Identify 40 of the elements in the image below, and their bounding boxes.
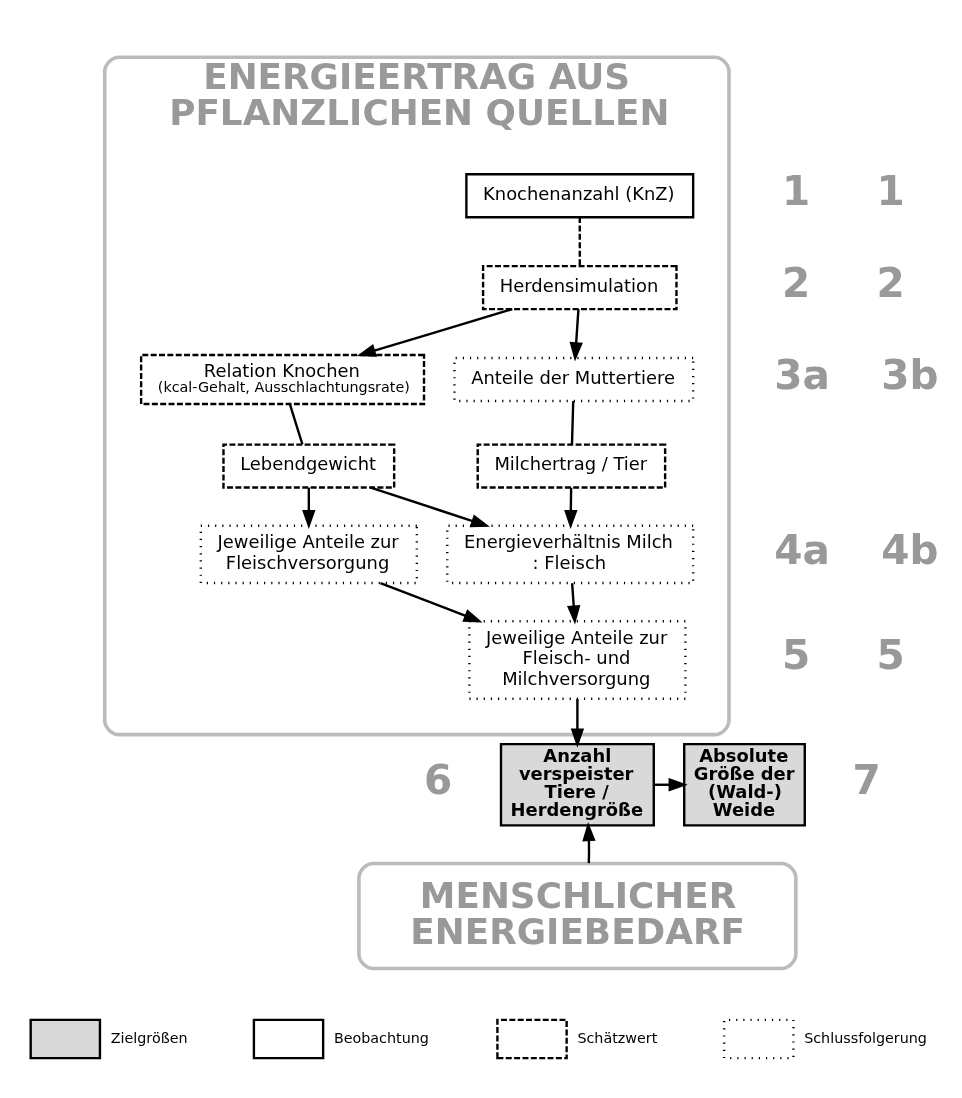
arrow xyxy=(370,486,490,527)
connector xyxy=(288,403,304,445)
node-box: Energieverhältnis Milch : Fleisch xyxy=(446,524,695,584)
arrow xyxy=(356,307,513,357)
node-box: Relation Knochen (kcal-Gehalt, Ausschlachtungsrate) xyxy=(139,353,426,405)
connector xyxy=(578,216,581,266)
node-box: Anteile der Muttertiere xyxy=(453,356,695,402)
arrow xyxy=(582,821,596,863)
node-box: MENSCHLICHER ENERGIEBEDARF xyxy=(357,861,798,970)
label: 5 xyxy=(782,630,811,679)
label: 4a xyxy=(774,525,830,574)
label: 3b xyxy=(881,350,939,399)
label: 1 xyxy=(782,166,811,215)
arrow xyxy=(570,698,585,748)
legend-label: Beobachtung xyxy=(333,1029,429,1046)
label: 3a xyxy=(774,350,830,399)
label: 5 xyxy=(876,630,905,679)
node-box: Anzahl verspeister Tiere / Herdengröße xyxy=(499,742,655,827)
label: 4b xyxy=(881,525,939,574)
legend-label: Zielgrößen xyxy=(110,1029,188,1046)
node-box: Absolute Größe der (Wald-) Weide xyxy=(683,742,806,827)
node-box: Knochenanzahl (KnZ) xyxy=(465,172,695,218)
label: 1 xyxy=(876,166,905,215)
legend-label: Schlussfolgerung xyxy=(804,1029,927,1046)
node-box: Lebendgewicht xyxy=(222,442,396,489)
legend-label: Schätzwert xyxy=(577,1029,658,1046)
label: 2 xyxy=(876,258,905,307)
label: 7 xyxy=(852,755,881,804)
arrow xyxy=(569,308,583,361)
label: 2 xyxy=(782,258,811,307)
node-box: Jeweilige Anteile zur Fleischversorgung xyxy=(199,524,419,584)
arrow xyxy=(302,487,316,529)
connector xyxy=(570,400,575,444)
arrow xyxy=(380,581,483,622)
node-box: Milchertrag / Tier xyxy=(476,442,667,489)
arrow xyxy=(567,582,581,625)
label: 6 xyxy=(424,755,453,804)
node-box: Jeweilige Anteile zur Fleisch- und Milchversorgung xyxy=(468,619,687,700)
node-box: Herdensimulation xyxy=(481,264,678,310)
arrow xyxy=(564,487,578,529)
